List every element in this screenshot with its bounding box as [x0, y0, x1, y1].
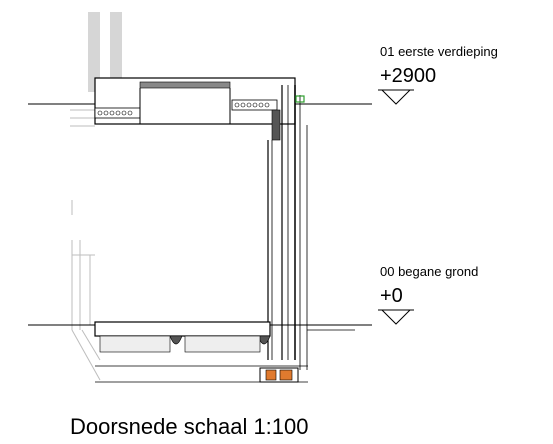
drawing-caption: Doorsnede schaal 1:100 — [70, 414, 309, 439]
facade-wall — [267, 85, 308, 370]
level-name: 01 eerste verdieping — [380, 44, 498, 59]
level-marker-ground-floor: 00 begane grond +0 — [378, 264, 478, 325]
ground-floor-slab — [94, 321, 355, 383]
level-triangle-icon — [380, 309, 412, 325]
background-walls — [70, 12, 122, 381]
level-elevation: +0 — [380, 285, 403, 307]
level-triangle-icon — [380, 89, 412, 105]
level-elevation: +2900 — [380, 65, 436, 87]
first-floor-slab — [94, 77, 296, 141]
level-marker-first-floor: 01 eerste verdieping +2900 — [378, 44, 498, 105]
level-name: 00 begane grond — [380, 264, 478, 279]
